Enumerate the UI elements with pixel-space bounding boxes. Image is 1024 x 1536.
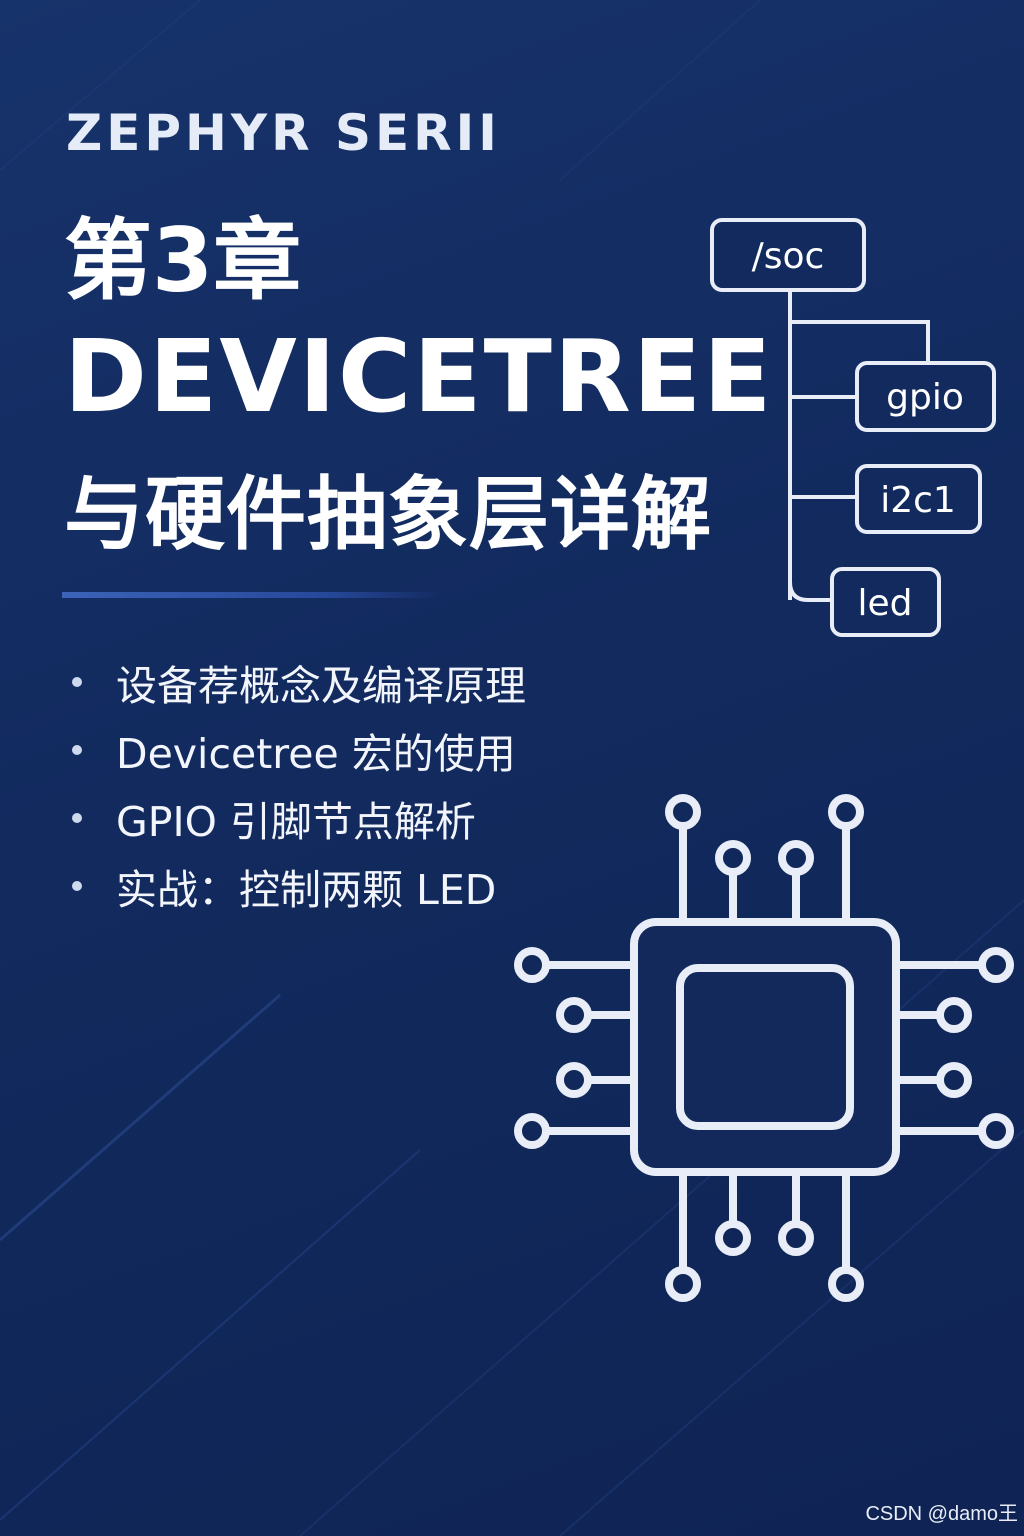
bullet-dot-icon bbox=[72, 813, 82, 823]
list-item-text: Devicetree 宏的使用 bbox=[116, 730, 516, 778]
main-title: DEVICETREE bbox=[64, 318, 774, 435]
chapter-title: 第3章 bbox=[64, 209, 302, 312]
list-item: 设备荐概念及编译原理 bbox=[66, 648, 526, 716]
devicetree-diagram: /soc gpio i2c1 led bbox=[710, 218, 996, 637]
list-item-text: 实战：控制两颗 LED bbox=[116, 866, 497, 914]
bullet-dot-icon bbox=[72, 677, 82, 687]
bullet-dot-icon bbox=[72, 881, 82, 891]
topic-list: 设备荐概念及编译原理 Devicetree 宏的使用 GPIO 引脚节点解析 实… bbox=[66, 648, 526, 920]
list-item: Devicetree 宏的使用 bbox=[66, 716, 526, 784]
sub-title: 与硬件抽象层详解 bbox=[64, 468, 712, 561]
list-item-text: 设备荐概念及编译原理 bbox=[116, 662, 526, 710]
tree-node-root: /soc bbox=[752, 236, 825, 277]
list-item: 实战：控制两颗 LED bbox=[66, 852, 526, 920]
title-divider bbox=[62, 592, 442, 598]
tree-node-i2c1: i2c1 bbox=[880, 480, 956, 521]
list-item: GPIO 引脚节点解析 bbox=[66, 784, 526, 852]
bullet-dot-icon bbox=[72, 745, 82, 755]
list-item-text: GPIO 引脚节点解析 bbox=[116, 798, 476, 846]
series-label: ZEPHYR SERII bbox=[66, 104, 501, 162]
watermark-text: CSDN @damo王 bbox=[865, 1503, 1018, 1525]
tree-node-led: led bbox=[857, 583, 912, 624]
tree-node-gpio: gpio bbox=[886, 377, 964, 418]
